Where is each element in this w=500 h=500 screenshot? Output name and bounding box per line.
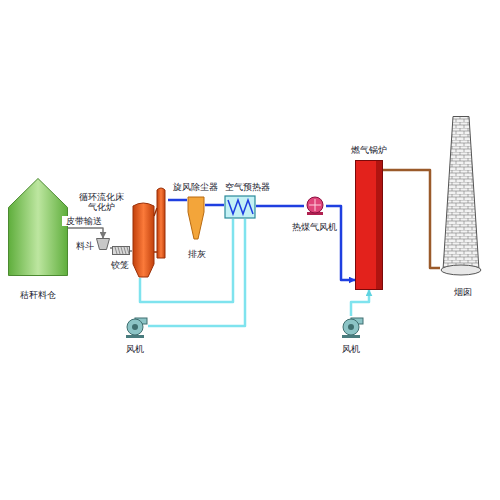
shape-part bbox=[376, 161, 382, 289]
node-label: 风机 bbox=[116, 344, 154, 354]
node-label: 烟囱 bbox=[446, 287, 480, 297]
hopper-shape bbox=[96, 238, 110, 250]
node-label: 热煤气风机 bbox=[290, 222, 338, 232]
shape-part bbox=[157, 188, 165, 258]
shape-part bbox=[124, 247, 126, 254]
shape-part bbox=[118, 247, 120, 254]
shape-part bbox=[97, 239, 110, 250]
silo-shape bbox=[8, 178, 68, 276]
shape-part bbox=[127, 247, 129, 254]
shape-part bbox=[309, 199, 321, 211]
fan-node: 风机 bbox=[338, 316, 364, 338]
hotfan-node: 热煤气风机 bbox=[304, 196, 326, 216]
chimney-node: 烟囱 bbox=[440, 116, 482, 278]
shape-part bbox=[127, 319, 143, 335]
shape-part bbox=[225, 196, 255, 218]
hopper-node: 料斗 bbox=[96, 238, 110, 250]
shape-part bbox=[441, 265, 481, 275]
flow-line bbox=[351, 290, 369, 316]
node-label: 秸秆料仓 bbox=[8, 290, 68, 300]
fan-node: 风机 bbox=[122, 316, 148, 338]
gasifier-node: 循环流化床气化炉 bbox=[132, 186, 168, 278]
flow-line bbox=[383, 170, 440, 268]
hotfan-shape bbox=[304, 196, 326, 216]
node-label: 风机 bbox=[332, 344, 370, 354]
shape-part bbox=[133, 203, 154, 277]
shape-part bbox=[307, 197, 323, 213]
silo-node: 秸秆料仓 bbox=[8, 178, 68, 276]
cyclone-shape bbox=[187, 196, 205, 240]
node-label: 循环流化床气化炉 bbox=[76, 192, 126, 213]
shape-part bbox=[132, 324, 138, 330]
preheater-node: 空气预热器 bbox=[224, 195, 256, 219]
shape-part bbox=[121, 247, 123, 254]
fan-shape bbox=[122, 316, 148, 338]
note-label: 排灰 bbox=[182, 249, 212, 259]
chimney-shape bbox=[440, 116, 482, 278]
shape-part bbox=[348, 324, 354, 330]
flow-line bbox=[168, 199, 187, 202]
node-label: 铰笼 bbox=[104, 260, 136, 270]
shape-part bbox=[113, 247, 130, 255]
flow-line bbox=[256, 205, 304, 208]
flow-line bbox=[68, 228, 103, 238]
auger-node: 铰笼 bbox=[112, 246, 130, 255]
node-label: 料斗 bbox=[74, 241, 96, 251]
shape-part bbox=[154, 208, 157, 252]
flow-line bbox=[110, 247, 112, 249]
fan-shape bbox=[338, 316, 364, 338]
flow-line bbox=[326, 206, 355, 280]
auger-shape bbox=[112, 246, 130, 255]
shape-part bbox=[443, 117, 479, 271]
node-label: 空气预热器 bbox=[222, 182, 272, 192]
edge-label: 皮带输送 bbox=[62, 216, 106, 226]
boiler-shape bbox=[355, 160, 383, 290]
node-label: 燃气锅炉 bbox=[340, 145, 398, 155]
shape-part bbox=[115, 247, 117, 254]
shape-part bbox=[9, 179, 68, 276]
preheater-shape bbox=[224, 195, 256, 219]
shape-part bbox=[188, 197, 204, 239]
flow-line bbox=[130, 250, 132, 252]
shape-part bbox=[228, 200, 253, 214]
flow-line bbox=[205, 204, 224, 207]
gasifier-shape bbox=[132, 186, 168, 278]
cyclone-node: 旋风除尘器 bbox=[187, 196, 205, 240]
shape-part bbox=[343, 319, 359, 335]
node-label: 旋风除尘器 bbox=[170, 182, 220, 192]
shape-part bbox=[356, 161, 383, 290]
boiler-node: 燃气锅炉 bbox=[355, 160, 383, 290]
